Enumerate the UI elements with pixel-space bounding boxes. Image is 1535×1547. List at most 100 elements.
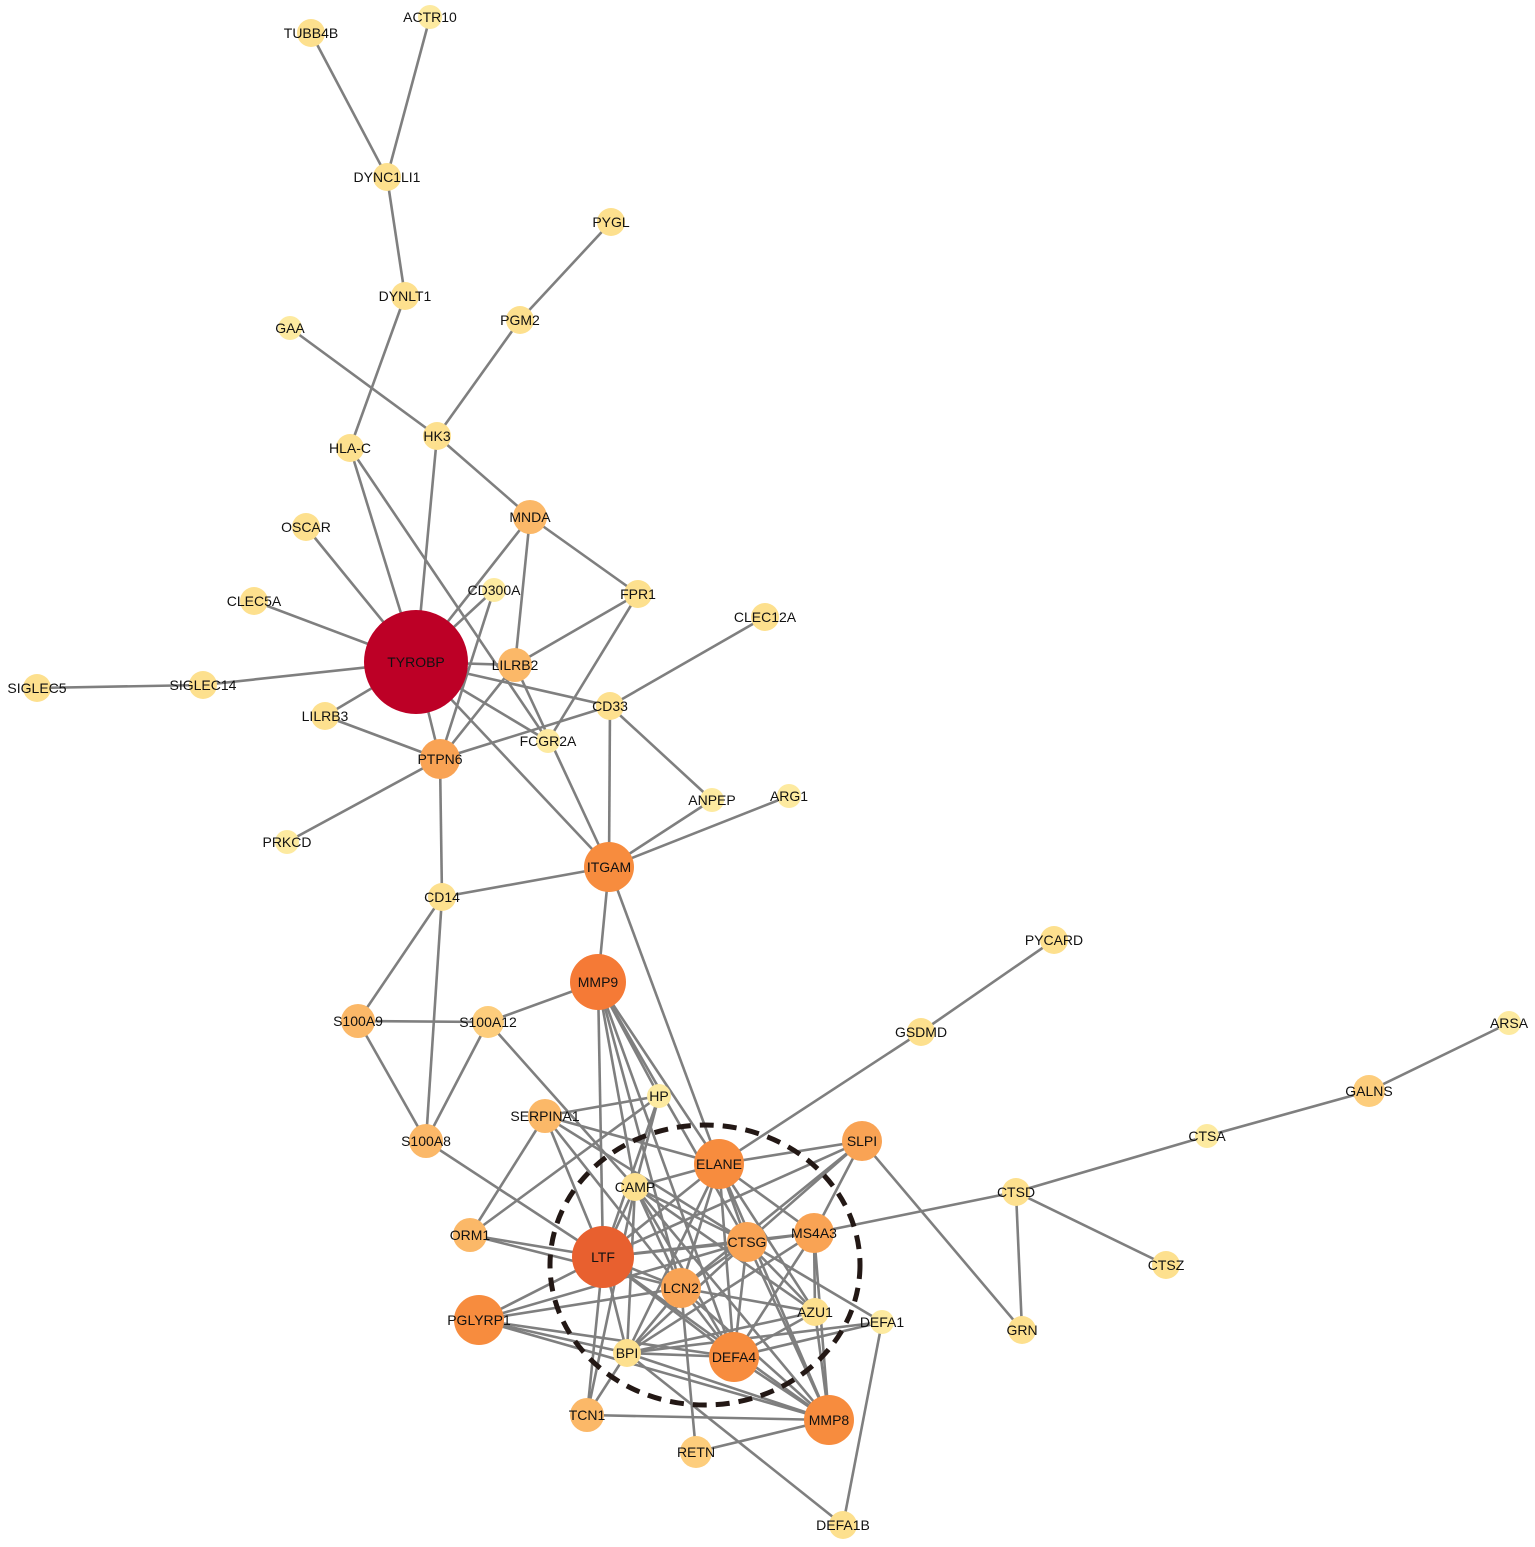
node-clec5a[interactable]: CLEC5A [227, 587, 282, 615]
node-circle [278, 316, 302, 340]
node-dync1li1[interactable]: DYNC1LI1 [354, 163, 421, 191]
edge-clec12a-cd33 [609, 615, 766, 708]
node-label: GSDMD [895, 1024, 947, 1040]
node-pycard[interactable]: PYCARD [1025, 926, 1083, 954]
node-mmp8[interactable]: MMP8 [804, 1395, 854, 1445]
node-hk3[interactable]: HK3 [423, 422, 451, 450]
edge-defa1-defa4 [733, 1320, 883, 1359]
node-lilrb3[interactable]: LILRB3 [302, 702, 349, 730]
node-circle [621, 1173, 649, 1201]
node-orm1[interactable]: ORM1 [450, 1218, 491, 1252]
edge-defa1-defa1b [841, 1321, 884, 1526]
node-elane[interactable]: ELANE [694, 1139, 744, 1189]
node-siglec5[interactable]: SIGLEC5 [7, 674, 67, 702]
edge-bpi-mmp8 [626, 1351, 830, 1422]
node-clec12a[interactable]: CLEC12A [734, 603, 797, 631]
node-s100a9[interactable]: S100A9 [333, 1004, 383, 1038]
node-ms4a3[interactable]: MS4A3 [791, 1213, 837, 1253]
node-siglec14[interactable]: SIGLEC14 [170, 671, 237, 699]
node-hla-c[interactable]: HLA-C [329, 434, 371, 462]
edge-fpr1-lilrb2 [514, 592, 639, 667]
node-circle [613, 1339, 641, 1367]
node-tcn1[interactable]: TCN1 [569, 1398, 606, 1432]
node-fpr1[interactable]: FPR1 [620, 580, 656, 608]
node-gsdmd[interactable]: GSDMD [895, 1018, 947, 1046]
node-circle [391, 282, 419, 310]
edge-pglyrp1-mmp8 [478, 1318, 830, 1422]
edge-slpi-lcn2 [680, 1139, 863, 1290]
node-pgm2[interactable]: PGM2 [500, 306, 540, 334]
edge-cd33-itgam [607, 705, 612, 868]
node-defa4[interactable]: DEFA4 [709, 1332, 759, 1382]
node-label: ORM1 [450, 1227, 491, 1243]
node-s100a8[interactable]: S100A8 [401, 1124, 451, 1158]
node-label: MNDA [509, 509, 551, 525]
node-s100a12[interactable]: S100A12 [459, 1006, 517, 1038]
node-grn[interactable]: GRN [1006, 1316, 1038, 1344]
node-cd14[interactable]: CD14 [424, 883, 460, 911]
node-ptpn6[interactable]: PTPN6 [417, 739, 463, 779]
edge-slpi-ltf [602, 1139, 863, 1259]
node-fcgr2a[interactable]: FCGR2A [520, 729, 577, 753]
node-circle [804, 1395, 854, 1445]
node-label: DEFA1 [860, 1314, 905, 1330]
node-ctsa[interactable]: CTSA [1188, 1124, 1226, 1148]
node-label: TYROBP [387, 654, 445, 670]
node-azu1[interactable]: AZU1 [797, 1298, 833, 1326]
node-ltf[interactable]: LTF [572, 1226, 634, 1288]
node-serpina1[interactable]: SERPINA1 [510, 1099, 580, 1133]
node-ctsg[interactable]: CTSG [727, 1222, 767, 1262]
node-arg1[interactable]: ARG1 [770, 784, 808, 808]
node-anpep[interactable]: ANPEP [688, 788, 736, 812]
node-cd300a[interactable]: CD300A [468, 578, 522, 602]
node-prkcd[interactable]: PRKCD [262, 830, 312, 854]
node-hp[interactable]: HP [647, 1084, 671, 1108]
node-ctsd[interactable]: CTSD [997, 1178, 1035, 1206]
node-oscar[interactable]: OSCAR [281, 513, 331, 541]
node-galns[interactable]: GALNS [1345, 1075, 1393, 1107]
node-lilrb2[interactable]: LILRB2 [492, 648, 539, 682]
node-defa1[interactable]: DEFA1 [860, 1310, 905, 1334]
node-camp[interactable]: CAMP [615, 1173, 655, 1201]
hub-cluster-outline [547, 1122, 863, 1408]
node-circle [311, 702, 339, 730]
node-label: GALNS [1345, 1083, 1392, 1099]
edge-elane-bpi [625, 1163, 721, 1354]
edge-lilrb3-ptpn6 [324, 714, 441, 761]
node-arsa[interactable]: ARSA [1490, 1011, 1529, 1035]
node-actr10[interactable]: ACTR10 [403, 5, 457, 29]
node-itgam[interactable]: ITGAM [584, 842, 634, 892]
node-mnda[interactable]: MNDA [509, 500, 551, 534]
node-circle [454, 1295, 504, 1345]
node-label: MMP9 [578, 974, 619, 990]
node-circle [336, 434, 364, 462]
edge-hla-c-fcgr2a [348, 447, 550, 742]
node-label: CAMP [615, 1179, 655, 1195]
node-cd33[interactable]: CD33 [592, 692, 628, 720]
node-label: DEFA4 [712, 1349, 757, 1365]
node-circle [453, 1218, 487, 1252]
node-defa1b[interactable]: DEFA1B [816, 1511, 870, 1539]
node-retn[interactable]: RETN [677, 1436, 715, 1468]
node-pglyrp1[interactable]: PGLYRP1 [447, 1295, 511, 1345]
edge-mnda-fpr1 [529, 515, 639, 596]
node-gaa[interactable]: GAA [275, 316, 305, 340]
node-pygl[interactable]: PYGL [592, 208, 630, 236]
node-tubb4b[interactable]: TUBB4B [284, 19, 338, 47]
node-circle [418, 5, 442, 29]
node-label: LCN2 [663, 1280, 699, 1296]
edge-lcn2-pglyrp1 [478, 1286, 682, 1322]
node-circle [596, 692, 624, 720]
edge-serpina1-lcn2 [543, 1115, 683, 1289]
node-bpi[interactable]: BPI [613, 1339, 641, 1367]
node-slpi[interactable]: SLPI [842, 1121, 882, 1161]
node-tyrobp[interactable]: TYROBP [364, 610, 468, 714]
node-label: PRKCD [262, 834, 311, 850]
node-mmp9[interactable]: MMP9 [570, 954, 626, 1010]
node-dynlt1[interactable]: DYNLT1 [379, 282, 432, 310]
node-lcn2[interactable]: LCN2 [661, 1268, 701, 1308]
edge-ptpn6-cd14 [438, 758, 444, 898]
node-ctsz[interactable]: CTSZ [1148, 1251, 1185, 1279]
